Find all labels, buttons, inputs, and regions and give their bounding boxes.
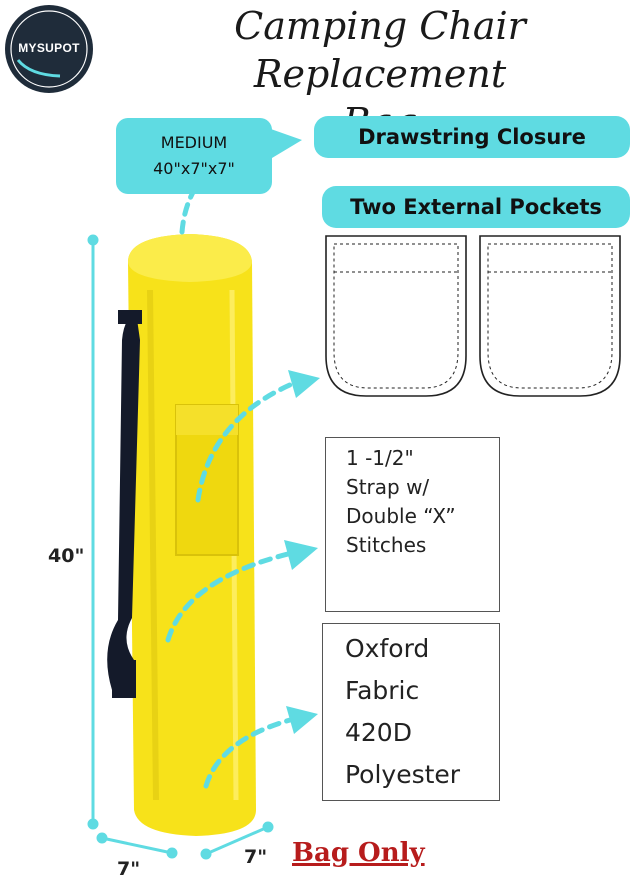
fabric-line: Polyester [345,760,461,789]
bag-only-label: Bag Only [292,838,425,868]
dashed-arrow-icon [286,706,318,734]
dashed-arrow-icon [203,717,293,789]
strap-line: 1 -1/2" [346,446,414,470]
width-label: 7" [117,858,141,880]
dashed-arrow-icon [165,551,291,643]
fabric-line: 420D [345,718,412,747]
drawstring-closure-label: Drawstring Closure [314,116,630,158]
size-badge: MEDIUM 40"x7"x7" [116,118,272,194]
page-title: Camping Chair Replacement Bag [130,2,630,146]
strap-line: Strap w/ [346,475,430,499]
dashed-arrow-icon [284,540,318,570]
strap-line: Stitches [346,533,427,557]
fabric-feature-box: Oxford Fabric 420D Polyester [322,623,500,801]
height-label: 40" [48,545,85,567]
dashed-arrow-icon [195,381,295,503]
fabric-line: Oxford [345,634,430,663]
pocket-outline-icon [325,235,467,397]
width-dimension-line [96,832,178,859]
strap-feature-box: 1 -1/2" Strap w/ Double “X” Stitches [325,437,500,612]
brand-logo-text: MYSUPOT [18,41,80,55]
dashed-arrow-icon [268,128,302,158]
strap-line: Double “X” [346,504,456,528]
depth-label: 7" [244,846,268,868]
size-label: MEDIUM [160,133,228,152]
mysupot-logo-icon [5,5,93,93]
external-pockets-label: Two External Pockets [322,186,630,228]
size-dimensions: 40"x7"x7" [153,159,235,178]
fabric-line: Fabric [345,676,420,705]
dashed-arrow-icon [288,370,320,398]
height-dimension-line [87,234,99,830]
camping-bag-icon [107,234,256,836]
title-line-1: Camping Chair Replacement [234,4,526,96]
depth-dimension-line [200,821,274,860]
pocket-outline-icon [479,235,621,397]
